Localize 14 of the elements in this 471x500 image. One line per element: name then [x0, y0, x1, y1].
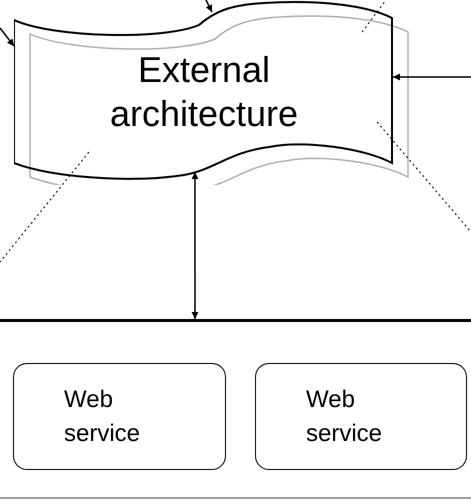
arrow [0, 28, 15, 47]
banner-title: External architecture [108, 48, 300, 136]
service-label: Web service [64, 384, 142, 448]
service-box [255, 363, 467, 470]
baseline-bar [0, 319, 471, 322]
leader-line [376, 122, 471, 232]
service-label: Web service [306, 384, 384, 448]
arrow [392, 73, 471, 80]
service-box [13, 363, 226, 470]
wavy-banner [14, 0, 410, 185]
leader-line [0, 152, 90, 262]
arrow [191, 172, 198, 319]
leader-line [362, 0, 386, 32]
arrow [204, 0, 213, 12]
